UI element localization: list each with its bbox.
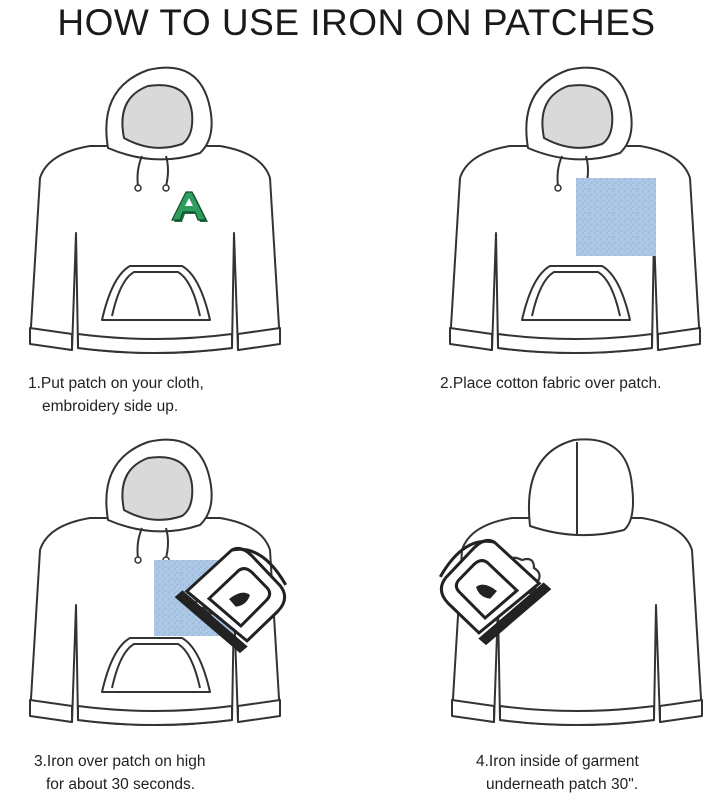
step-4-panel [400,430,710,740]
step-2-panel [440,58,710,358]
step-4-caption: 4.Iron inside of garment underneath patc… [476,750,639,796]
step-2-caption: 2.Place cotton fabric over patch. [440,372,661,395]
patch-a-icon [171,191,208,222]
step-4-line-1: 4.Iron inside of garment [476,753,639,770]
iron-icon [174,546,288,654]
step-3-panel [20,430,350,740]
page-title: HOW TO USE IRON ON PATCHES [57,2,656,43]
step-3-line-1: 3.Iron over patch on high [34,753,206,770]
step-3-caption: 3.Iron over patch on high for about 30 s… [34,750,205,796]
step-3-line-2: for about 30 seconds. [46,776,196,793]
iron-icon [438,538,552,646]
hoodie-back-with-iron-illustration [438,438,703,726]
step-1-line-1: 1.Put patch on your cloth, [28,375,204,392]
cotton-fabric-swatch [576,178,656,256]
hoodie-front-illustration [29,66,281,354]
hoodie-front-illustration [449,66,701,354]
hoodie-front-with-iron-illustration [29,438,288,726]
step-2-line-1: 2.Place cotton fabric over patch. [440,375,662,392]
step-1-line-2: embroidery side up. [42,398,179,415]
step-1-caption: 1.Put patch on your cloth, embroidery si… [28,372,204,418]
step-1-panel [20,58,290,358]
step-4-line-2: underneath patch 30". [486,776,639,793]
